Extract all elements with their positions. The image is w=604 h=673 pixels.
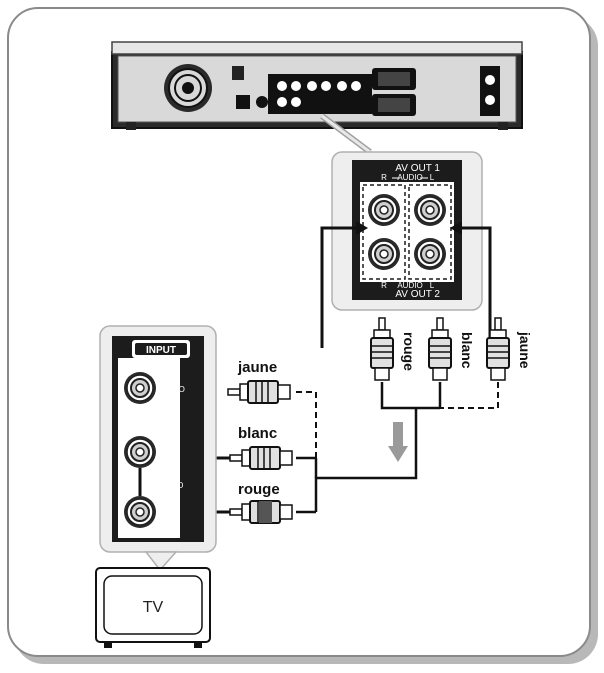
- av-out-audio-label-top: AUDIO: [397, 173, 422, 182]
- av-out-1-right-jack: [367, 193, 401, 227]
- av-out-1-left-jack: [413, 193, 447, 227]
- tv-panel-pointer: [144, 551, 178, 572]
- av-out-2-right-jack: [367, 237, 401, 271]
- tv-input-title: INPUT: [146, 345, 176, 356]
- blanc-label-right: blanc: [459, 332, 475, 369]
- rouge-label-left: rouge: [238, 481, 280, 498]
- tv-audio-l-jack: [123, 435, 157, 469]
- tv-l-label: L: [166, 442, 171, 452]
- tv-label: TV: [143, 599, 164, 616]
- tv-audio-label: AUDIO: [158, 481, 183, 490]
- av-out-r-label-top: R: [381, 173, 387, 182]
- rouge-label-right: rouge: [401, 332, 417, 371]
- av-out-1-label: AV OUT 1: [395, 163, 440, 174]
- jaune-label-right: jaune: [517, 331, 533, 369]
- av-out-l-label-top: L: [430, 173, 435, 182]
- tv-video-jack: [123, 371, 157, 405]
- callout-arrows: [320, 221, 492, 348]
- callout-leader-inner: [321, 114, 371, 154]
- av-out-r-label-bottom: R: [381, 281, 387, 290]
- tv-video-label: VIDEO: [160, 385, 185, 394]
- signal-flow-arrow: [388, 422, 408, 462]
- rouge-plug-marker: [259, 501, 272, 523]
- tv-set: [95, 567, 211, 648]
- tv-r-label: R: [166, 512, 173, 522]
- recorder-rear-panel: [111, 41, 523, 130]
- blanc-label-left: blanc: [238, 425, 277, 442]
- tv-audio-r-jack: [123, 495, 157, 529]
- tv-input-panel: [99, 325, 217, 553]
- av-out-callout: [331, 151, 483, 311]
- av-out-audio-label-bottom: AUDIO: [397, 281, 422, 290]
- av-out-l-label-bottom: L: [430, 281, 435, 290]
- cables: [296, 382, 499, 514]
- av-out-2-label: AV OUT 2: [395, 289, 440, 300]
- av-out-2-left-jack: [413, 237, 447, 271]
- jaune-label-left: jaune: [237, 359, 277, 376]
